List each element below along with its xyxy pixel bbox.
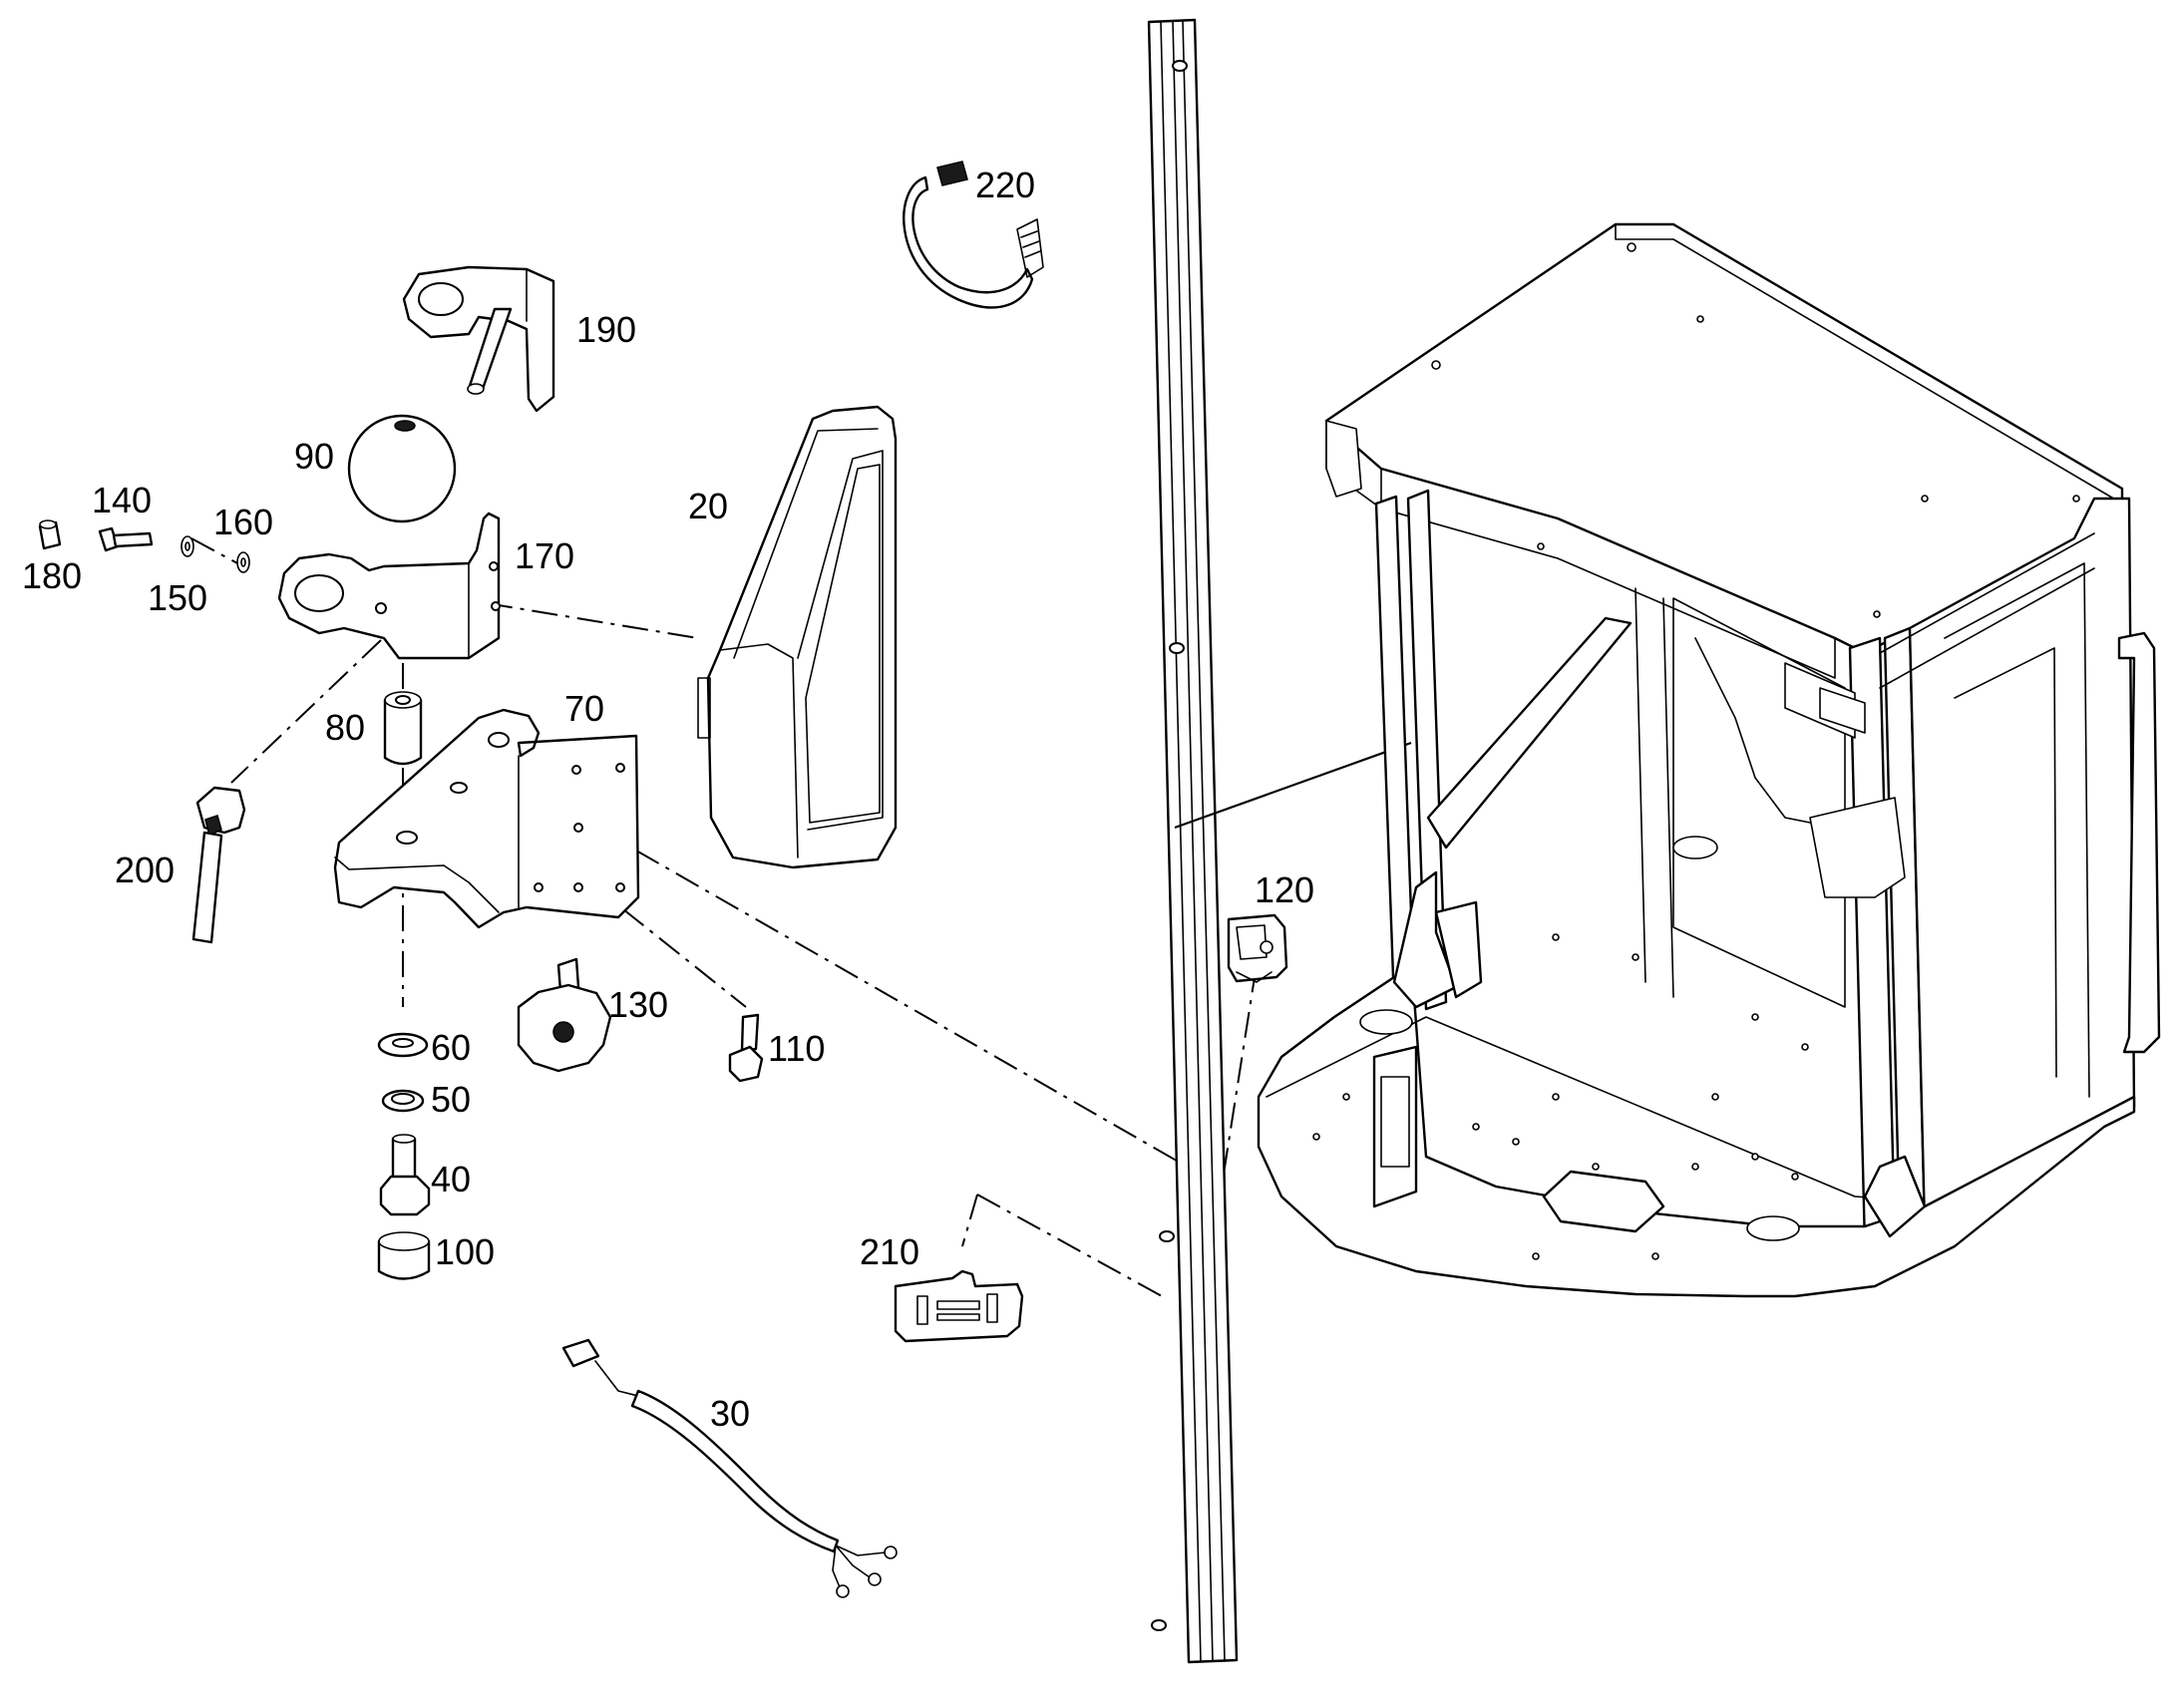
callout-20: 20 xyxy=(688,486,728,526)
ball-90 xyxy=(347,414,457,523)
main-bracket-70 xyxy=(333,708,640,929)
assembly-leader-lines xyxy=(190,537,1256,1297)
callout-100: 100 xyxy=(435,1231,495,1272)
callout-150: 150 xyxy=(148,577,207,618)
knob-130 xyxy=(517,957,612,1073)
lower-bracket-170 xyxy=(277,512,501,660)
callout-170: 170 xyxy=(515,535,574,576)
nut-160 xyxy=(236,551,250,573)
washer-60 xyxy=(377,1032,429,1058)
callout-120: 120 xyxy=(1255,869,1314,910)
callout-70: 70 xyxy=(564,688,604,729)
callout-90: 90 xyxy=(294,436,334,477)
cover-210 xyxy=(894,1269,1024,1343)
rail-channel xyxy=(1147,18,1239,1664)
cap-100 xyxy=(377,1231,431,1280)
cable-strap-220 xyxy=(903,161,1044,309)
display-20 xyxy=(697,405,898,869)
hex-bolt-40 xyxy=(379,1134,431,1216)
upper-bracket-190 xyxy=(402,265,555,413)
callout-30: 30 xyxy=(710,1393,750,1434)
callout-130: 130 xyxy=(608,984,668,1025)
callout-210: 210 xyxy=(860,1231,919,1272)
callout-40: 40 xyxy=(431,1159,471,1199)
cab-floor-holes xyxy=(1312,933,1809,1260)
washer-50 xyxy=(381,1089,425,1113)
callout-labels: 20 30 40 50 60 70 80 90 100 110 120 130 … xyxy=(22,165,1314,1434)
callout-140: 140 xyxy=(92,480,152,520)
cap-180 xyxy=(38,519,62,550)
clip-120 xyxy=(1227,913,1288,983)
cab-frame xyxy=(1257,222,2161,1298)
callout-200: 200 xyxy=(115,850,175,890)
cable-harness-30 xyxy=(561,1338,898,1598)
bolt-110 xyxy=(728,1013,764,1083)
callout-160: 160 xyxy=(213,502,273,542)
rail-to-cab-leader xyxy=(1174,741,1412,830)
callout-190: 190 xyxy=(576,309,636,350)
callout-180: 180 xyxy=(22,555,82,596)
callout-110: 110 xyxy=(768,1028,825,1069)
callout-220: 220 xyxy=(975,165,1035,205)
callout-80: 80 xyxy=(325,707,365,748)
callout-50: 50 xyxy=(431,1079,471,1120)
lever-200 xyxy=(191,786,246,944)
callout-60: 60 xyxy=(431,1027,471,1068)
washer-150 xyxy=(181,535,194,557)
screw-140 xyxy=(98,526,154,552)
spacer-80 xyxy=(383,691,423,766)
